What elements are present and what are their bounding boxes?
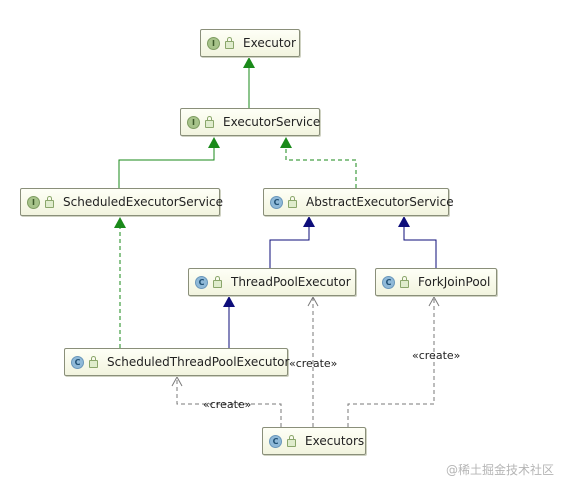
lock-icon [205,116,214,128]
node-scheduled-executor-service[interactable]: I ScheduledExecutorService [20,188,223,216]
lock-icon [288,196,297,208]
edge-executors-forkjoin [347,298,435,427]
arrowhead-executorservice-left [208,137,220,148]
interface-icon: I [207,36,220,50]
class-icon: C [195,275,208,289]
lock-icon [89,356,98,368]
arrowhead-scheduledservice [114,217,126,228]
open-arrow-forkjoin [428,295,440,307]
open-arrow-scheduledtp [171,375,183,387]
lock-icon [225,37,234,49]
node-label: AbstractExecutorService [306,195,454,209]
node-abstract-executor-service[interactable]: C AbstractExecutorService [263,188,454,216]
create-label-fork-join: «create» [412,349,461,362]
create-label-scheduled: «create» [203,398,252,411]
lock-icon [400,276,409,288]
node-thread-pool-executor[interactable]: C ThreadPoolExecutor [188,268,356,296]
interface-icon: I [187,115,200,129]
node-label: ScheduledExecutorService [63,195,223,209]
edge-abstract-executorservice [285,147,357,188]
edge-forkjoin-abstract [403,227,437,268]
lock-icon [45,196,54,208]
edge-executors-scheduledtp [176,378,282,427]
node-label: ForkJoinPool [418,275,491,289]
class-icon: C [71,355,84,369]
arrowhead-executor [243,57,255,68]
node-label: ThreadPoolExecutor [231,275,351,289]
lock-icon [287,435,296,447]
node-executors[interactable]: C Executors [262,427,366,455]
lock-icon [213,276,222,288]
node-executor-service[interactable]: I ExecutorService [180,108,320,136]
node-label: Executors [305,434,365,448]
interface-icon: I [27,195,40,209]
class-icon: C [270,195,283,209]
edge-scheduled-executorservice [118,147,215,188]
node-label: ScheduledThreadPoolExecutor [107,355,290,369]
node-scheduled-thread-pool-executor[interactable]: C ScheduledThreadPoolExecutor [64,348,290,376]
open-arrow-threadpool [307,295,319,307]
edge-threadpool-abstract [269,227,310,268]
node-fork-join-pool[interactable]: C ForkJoinPool [375,268,497,296]
arrowhead-threadpool [223,296,235,307]
class-icon: C [269,434,282,448]
node-executor[interactable]: I Executor [200,29,300,57]
arrowhead-abstract-left [303,216,315,227]
create-label-thread-pool: «create» [289,357,338,370]
watermark: @稀土掘金技术社区 [445,463,554,477]
arrowhead-executorservice-right [280,137,292,148]
edges-layer [114,57,440,427]
node-label: ExecutorService [223,115,321,129]
class-icon: C [382,275,395,289]
node-label: Executor [243,36,296,50]
arrowhead-abstract-right [398,216,410,227]
